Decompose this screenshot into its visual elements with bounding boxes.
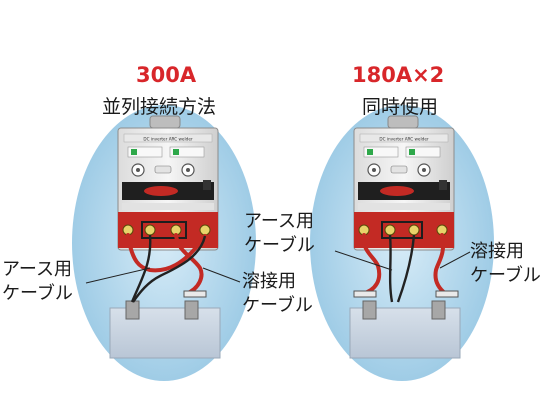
right-earth-cable-1: [388, 234, 394, 303]
right-weld-leader: [439, 251, 471, 269]
left-earth-leader: [85, 267, 151, 284]
right-workpiece-a: [362, 300, 377, 320]
right-workpiece-b: [431, 300, 446, 320]
left-subtitle: 並列接続方法: [102, 96, 217, 118]
left-weld-label-line2: ケーブル: [242, 295, 313, 316]
right-setup: DC inverter ARC welder: [310, 105, 494, 381]
left-earth-cable-2: [132, 235, 207, 303]
right-weld-label-line2: ケーブル: [470, 265, 541, 286]
left-workpiece-a: [125, 300, 140, 320]
left-workpiece-b: [184, 300, 199, 320]
right-weld-cable-label: 溶接用 ケーブル: [470, 240, 541, 288]
right-welder-model-text: DC inverter ARC welder: [379, 137, 429, 142]
left-weld-holder: [183, 290, 207, 298]
right-weld-cable-2: [433, 233, 448, 296]
right-earth-cable-2: [396, 234, 416, 303]
right-earth-label-line2: ケーブル: [244, 235, 315, 256]
right-earth-label-line1: アース用: [244, 211, 315, 232]
right-subtitle: 同時使用: [362, 96, 439, 118]
right-earth-cable-label: アース用 ケーブル: [244, 210, 315, 258]
right-title: 180A×2: [352, 63, 445, 87]
left-setup: DC inverter ARC welder: [72, 105, 256, 381]
left-earth-label-line2: ケーブル: [2, 283, 73, 304]
left-title: 300A: [136, 63, 197, 87]
left-welder-model-text: DC inverter ARC welder: [143, 137, 193, 142]
left-weld-cable-drop: [174, 233, 204, 296]
left-earth-label-line1: アース用: [2, 259, 73, 280]
left-weld-cable-label: 溶接用 ケーブル: [242, 270, 313, 318]
left-weld-leader: [202, 267, 241, 283]
right-earth-leader: [334, 250, 393, 271]
right-weld-cable-1: [360, 233, 382, 296]
left-earth-cable: [130, 234, 152, 303]
right-weld-holder-1: [353, 290, 377, 298]
right-welder: DC inverter ARC welder: [353, 115, 455, 251]
left-weld-label-line1: 溶接用: [242, 271, 296, 292]
right-weld-holder-2: [435, 290, 459, 298]
right-weld-label-line1: 溶接用: [470, 241, 524, 262]
left-earth-cable-label: アース用 ケーブル: [2, 258, 73, 306]
left-welder: DC inverter ARC welder: [117, 115, 219, 251]
